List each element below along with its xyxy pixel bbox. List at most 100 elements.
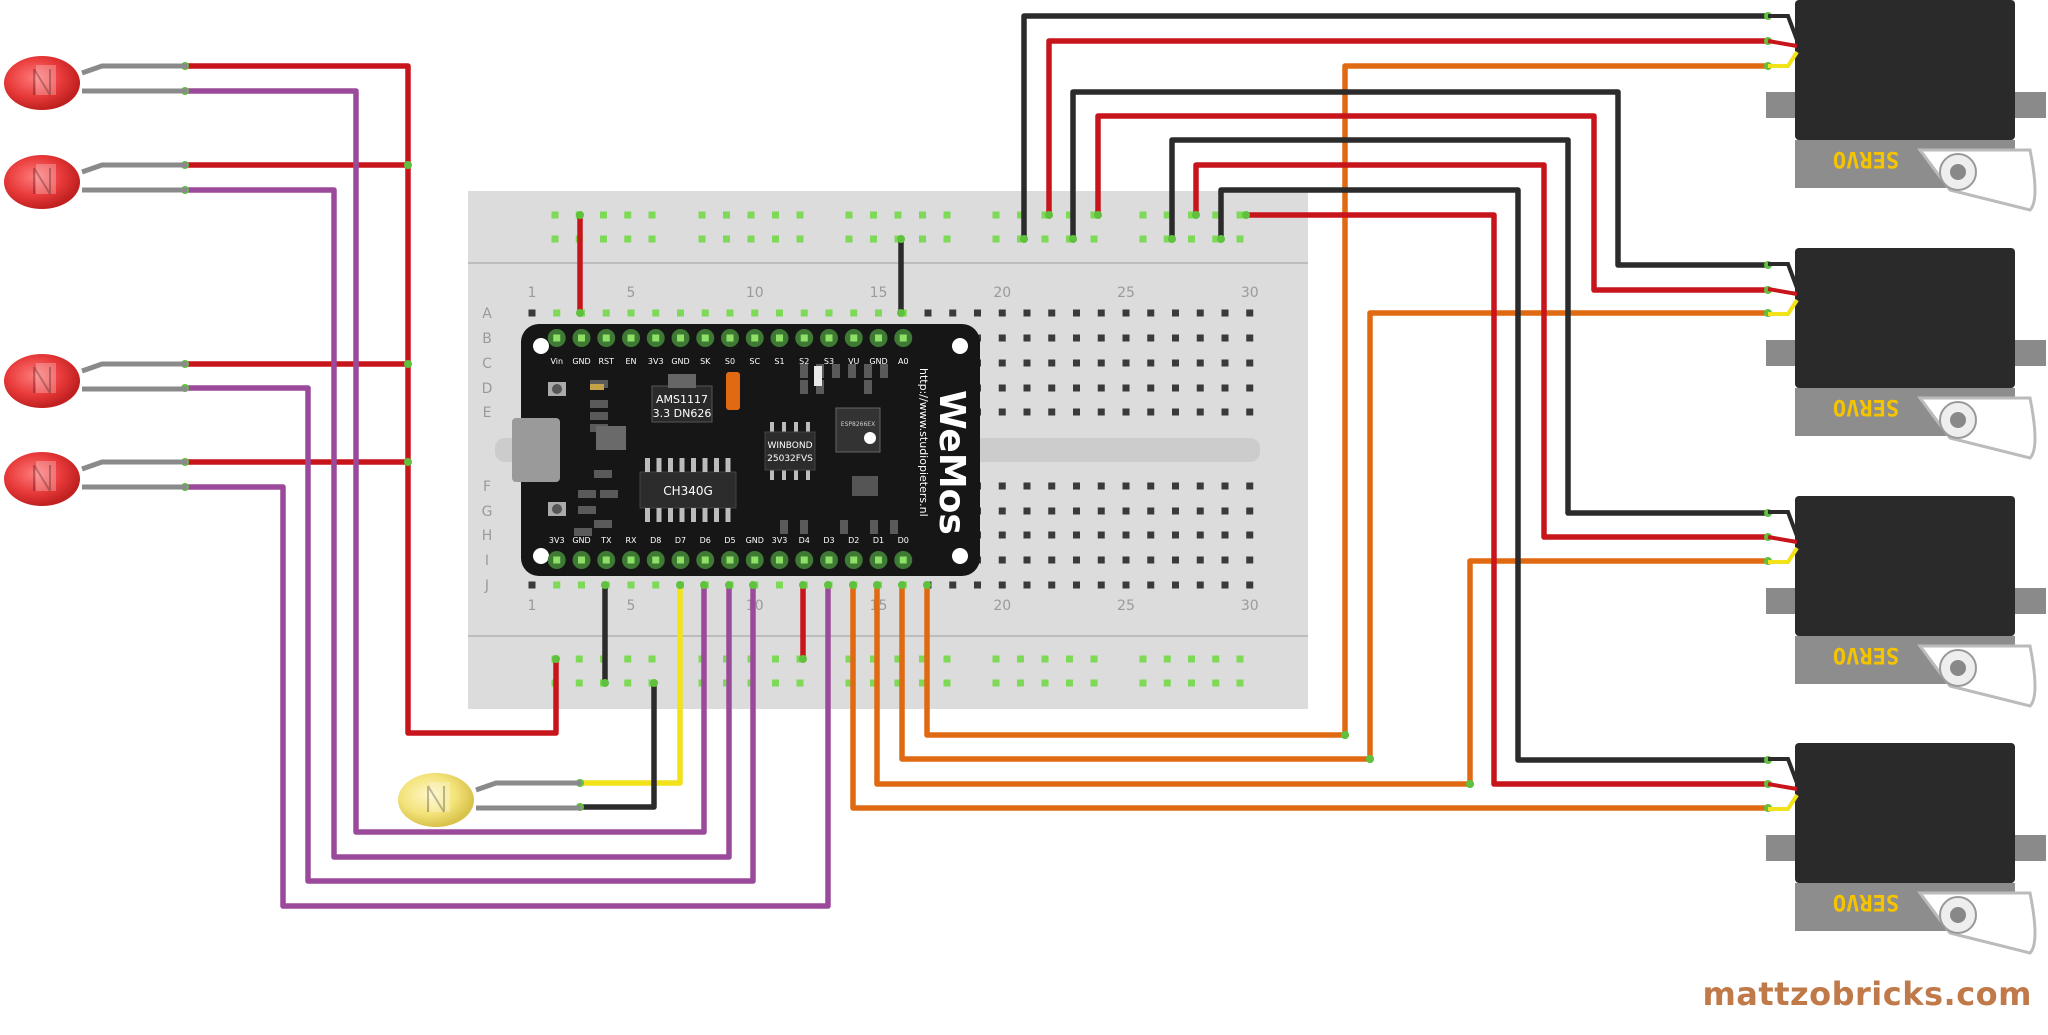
- rail-hole: [575, 655, 583, 663]
- rail-hole: [992, 655, 1000, 663]
- chip-pin: [679, 458, 685, 472]
- header-pin-hole: [899, 334, 907, 342]
- row-letter: F: [483, 479, 491, 495]
- rail-hole: [1163, 655, 1171, 663]
- rail-hole: [1066, 655, 1073, 663]
- rail-hole: [551, 235, 559, 243]
- column-number: 5: [627, 285, 636, 301]
- breadboard-hole: [1147, 581, 1155, 589]
- servo-shaft-center: [1950, 164, 1966, 180]
- breadboard-hole: [924, 309, 932, 317]
- row-letter: A: [482, 306, 492, 322]
- breadboard-hole: [1122, 309, 1130, 317]
- mount-hole: [952, 548, 968, 564]
- column-number: 25: [1117, 598, 1135, 614]
- rail-hole: [1163, 211, 1171, 219]
- breadboard-hole: [998, 507, 1006, 515]
- led-signal-wire: [182, 484, 831, 909]
- breadboard-hole: [1048, 556, 1056, 564]
- rail-hole: [919, 679, 926, 687]
- rail-hole: [1017, 679, 1024, 687]
- bottom-pin-label: D0: [898, 536, 909, 545]
- led-highlight: [36, 461, 56, 491]
- breadboard-hole: [1196, 334, 1204, 342]
- rail-hole: [648, 211, 656, 219]
- breadboard-hole: [1048, 309, 1056, 317]
- wire-end: [897, 309, 905, 317]
- chip-pin: [782, 422, 786, 432]
- espressif-logo-icon: [864, 432, 876, 444]
- led-internals: [33, 366, 51, 394]
- servo-shaft-center: [1950, 660, 1966, 676]
- wire-end: [1020, 235, 1028, 243]
- mount-hole: [533, 338, 549, 354]
- rail-hole: [648, 235, 656, 243]
- rail-hole: [1017, 211, 1024, 219]
- wire-end: [650, 679, 658, 687]
- led-lead: [81, 361, 187, 374]
- breadboard-hole: [776, 309, 783, 317]
- breadboard-hole: [1097, 482, 1105, 490]
- servo-lead: [1767, 535, 1798, 544]
- rail-hole: [845, 679, 853, 687]
- rail-hole: [624, 235, 632, 243]
- rail-hole: [772, 235, 779, 243]
- bottom-pin-label: D7: [675, 536, 686, 545]
- breadboard-hole: [602, 309, 610, 317]
- rail-hole: [796, 211, 804, 219]
- breadboard-hole: [998, 556, 1006, 564]
- breadboard-hole: [553, 581, 561, 589]
- rail-hole: [624, 655, 632, 663]
- breadboard-hole: [1023, 482, 1031, 490]
- regulator-label-1: AMS1117: [656, 393, 708, 406]
- rail-hole: [943, 679, 951, 687]
- smd-component: [594, 520, 612, 528]
- rail-hole: [1188, 679, 1195, 687]
- wire-end: [1045, 211, 1053, 219]
- chip-pin: [668, 508, 673, 522]
- servo-body: [1795, 743, 2015, 883]
- breadboard-hole: [998, 309, 1006, 317]
- smd-component: [800, 520, 808, 534]
- rail-hole: [1236, 679, 1244, 687]
- led-body: [4, 155, 80, 209]
- breadboard-hole: [1023, 581, 1031, 589]
- top-pin-label: SC: [749, 357, 760, 366]
- bottom-pin-label: 3V3: [549, 536, 565, 545]
- breadboard-hole: [1023, 531, 1031, 539]
- breadboard-hole: [553, 309, 561, 317]
- led-signal-wire: [182, 385, 756, 884]
- breadboard-hole: [528, 309, 536, 317]
- chip-pin: [645, 458, 650, 472]
- breadboard-hole: [1172, 408, 1179, 416]
- breadboard-hole: [1172, 482, 1179, 490]
- bottom-pin-label: GND: [572, 536, 590, 545]
- breadboard-hole: [1246, 408, 1254, 416]
- wemos-d1-mini-board: AMS1117 3.3 DN626 CH340G WINBOND 25032FV…: [512, 324, 980, 576]
- tantalum-cap: [726, 372, 740, 410]
- breadboard-hole: [1122, 507, 1130, 515]
- bottom-pin-label: GND: [746, 536, 764, 545]
- servo-body: [1795, 248, 2015, 388]
- breadboard-hole: [1097, 581, 1105, 589]
- led-internals: [33, 464, 51, 492]
- rail-hole: [772, 655, 779, 663]
- rail-hole: [919, 235, 926, 243]
- servo-lead: [1768, 262, 1799, 289]
- led-lead: [81, 63, 187, 76]
- breadboard-hole: [1073, 408, 1080, 416]
- chip-pin: [806, 422, 810, 432]
- top-pin-label: 3V3: [648, 357, 664, 366]
- led-internals: [33, 68, 51, 96]
- rail-hole: [845, 211, 853, 219]
- top-pin-label: S2: [799, 357, 809, 366]
- breadboard-hole: [627, 309, 635, 317]
- breadboard-hole: [1097, 359, 1105, 367]
- rail-hole: [992, 235, 1000, 243]
- rail-hole: [1139, 235, 1147, 243]
- breadboard-hole: [1023, 408, 1031, 416]
- header-pin-hole: [751, 556, 759, 564]
- servo-lead: [1768, 757, 1799, 784]
- wire-end: [849, 581, 857, 589]
